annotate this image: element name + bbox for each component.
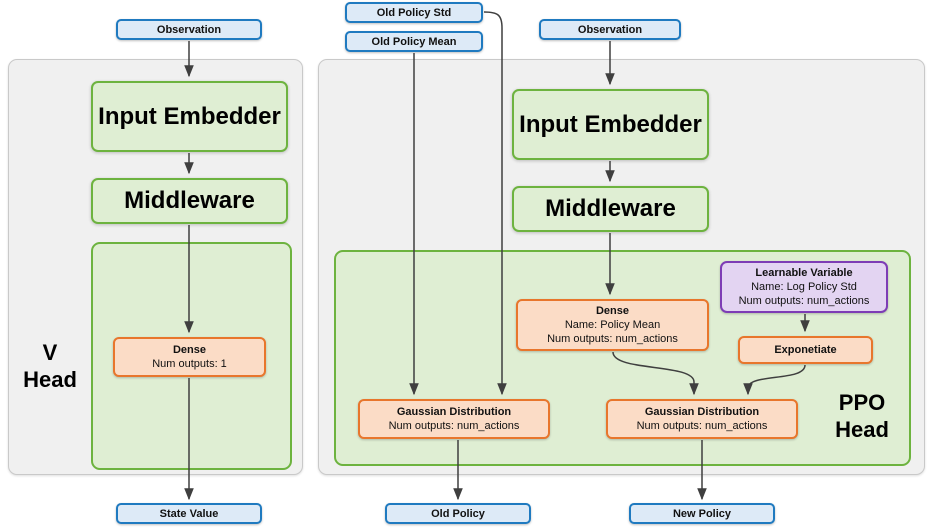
ppo-input-old-policy-std-label: Old Policy Std [376, 6, 452, 19]
ppo-gaussian-distribution-old-num-outputs: Num outputs: num_actions [388, 420, 520, 432]
ppo-input-old-policy-mean[interactable]: Old Policy Mean [345, 31, 483, 52]
ppo-learnable-variable[interactable]: Learnable Variable Name: Log Policy Std … [720, 261, 888, 313]
ppo-head-label: PPO Head [820, 389, 904, 443]
ppo-learnable-variable-num-outputs: Num outputs: num_actions [738, 295, 870, 307]
ppo-output-new-policy[interactable]: New Policy [629, 503, 775, 524]
ppo-dense-policy-mean-name: Name: Policy Mean [564, 319, 661, 331]
ppo-dense-policy-mean-title: Dense [595, 305, 630, 317]
ppo-input-old-policy-std[interactable]: Old Policy Std [345, 2, 483, 23]
ppo-exponetiate[interactable]: Exponetiate [738, 336, 873, 364]
v-head-input-embedder-label: Input Embedder [98, 102, 281, 130]
ppo-gaussian-distribution-old-title: Gaussian Distribution [396, 406, 512, 418]
ppo-gaussian-distribution-old[interactable]: Gaussian Distribution Num outputs: num_a… [358, 399, 550, 439]
ppo-dense-policy-mean-num-outputs: Num outputs: num_actions [547, 333, 678, 345]
ppo-input-old-policy-mean-label: Old Policy Mean [371, 35, 457, 48]
v-head-input-observation[interactable]: Observation [116, 19, 262, 40]
v-head-input-observation-label: Observation [156, 23, 222, 36]
v-head-label-line2: Head [23, 367, 77, 392]
v-head-output-state-value-label: State Value [159, 507, 219, 520]
ppo-gaussian-distribution-new-title: Gaussian Distribution [644, 406, 760, 418]
v-head-middleware-label: Middleware [124, 187, 255, 214]
ppo-input-observation-label: Observation [577, 23, 643, 36]
ppo-input-embedder[interactable]: Input Embedder [512, 89, 709, 160]
v-head-output-state-value[interactable]: State Value [116, 503, 262, 524]
ppo-middleware-label: Middleware [545, 195, 676, 222]
ppo-head-label-line2: Head [835, 417, 889, 442]
ppo-learnable-variable-title: Learnable Variable [755, 267, 853, 279]
ppo-head-label-line1: PPO [838, 390, 886, 415]
ppo-output-old-policy[interactable]: Old Policy [385, 503, 531, 524]
ppo-dense-policy-mean[interactable]: Dense Name: Policy Mean Num outputs: num… [516, 299, 709, 351]
ppo-gaussian-distribution-new-num-outputs: Num outputs: num_actions [636, 420, 768, 432]
v-head-input-embedder[interactable]: Input Embedder [91, 81, 288, 152]
ppo-exponetiate-title: Exponetiate [774, 344, 837, 356]
v-head-dense-title: Dense [172, 344, 207, 356]
ppo-middleware[interactable]: Middleware [512, 186, 709, 232]
ppo-output-old-policy-label: Old Policy [431, 507, 485, 520]
v-head-dense-num-outputs: Num outputs: 1 [152, 358, 227, 370]
v-head-dense[interactable]: Dense Num outputs: 1 [113, 337, 266, 377]
ppo-input-observation[interactable]: Observation [539, 19, 681, 40]
ppo-learnable-variable-name: Name: Log Policy Std [751, 281, 857, 293]
ppo-output-new-policy-label: New Policy [672, 507, 732, 520]
ppo-input-embedder-label: Input Embedder [519, 110, 702, 138]
v-head-label-line1: V [42, 340, 58, 365]
ppo-gaussian-distribution-new[interactable]: Gaussian Distribution Num outputs: num_a… [606, 399, 798, 439]
v-head-middleware[interactable]: Middleware [91, 178, 288, 224]
v-head-label: V Head [12, 339, 88, 393]
